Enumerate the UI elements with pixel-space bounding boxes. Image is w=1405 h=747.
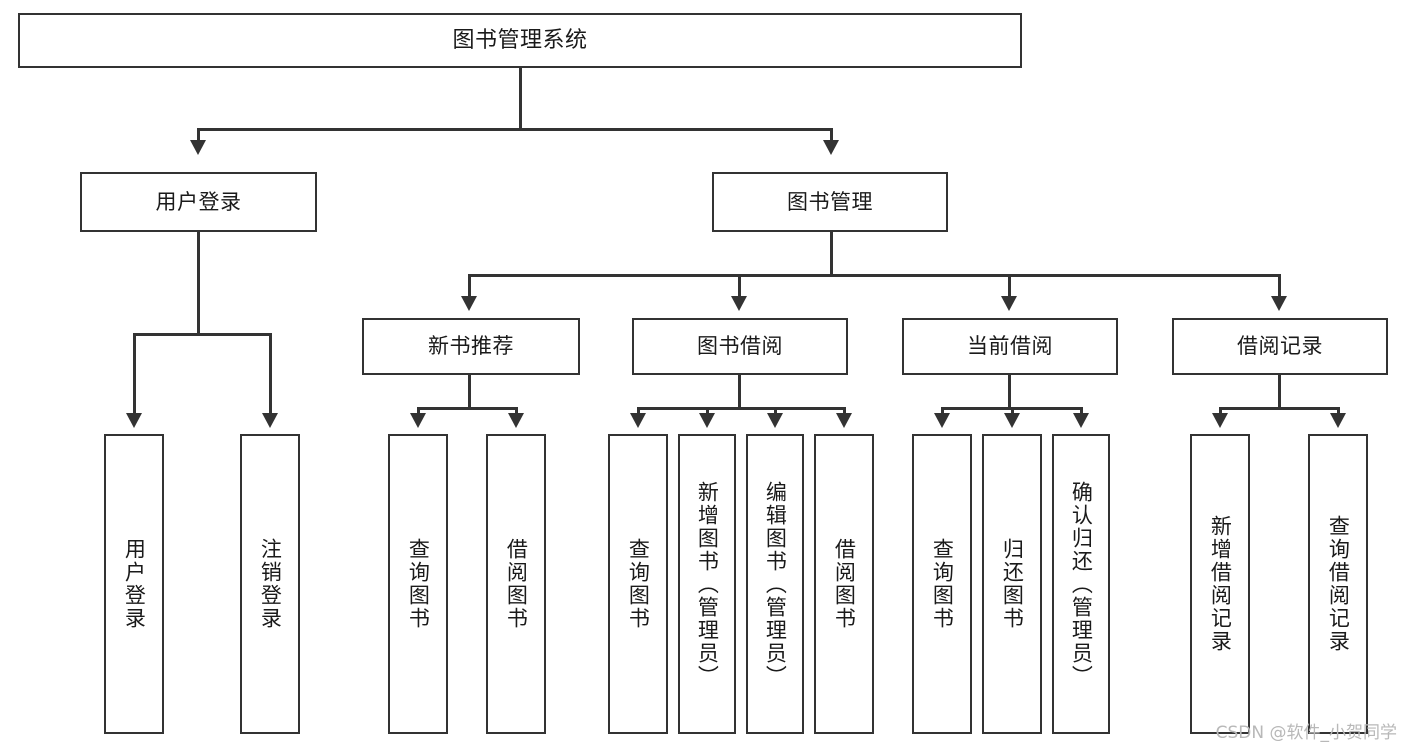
connector-current-borrow-stem <box>1008 375 1011 409</box>
connector-new-book-rec-bus <box>417 407 518 410</box>
arrow-to-user-login <box>190 140 206 155</box>
leaf-add-book[interactable]: 新增图书（管理员） <box>678 434 736 734</box>
connector-book-borrow-stem <box>738 375 741 409</box>
leaf-query-record[interactable]: 查询借阅记录 <box>1308 434 1368 734</box>
leaf-return-book[interactable]: 归还图书 <box>982 434 1042 734</box>
connector-user-login-stem <box>197 232 200 335</box>
leaf-user-login[interactable]: 用户登录 <box>104 434 164 734</box>
arrow-leaf-add-record <box>1212 413 1228 428</box>
arrow-leaf-user-login <box>126 413 142 428</box>
leaf-add-record[interactable]: 新增借阅记录 <box>1190 434 1250 734</box>
leaf-query-book-2-label: 查询图书 <box>626 538 651 630</box>
arrow-leaf-query-book-1 <box>410 413 426 428</box>
leaf-borrow-book-1-label: 借阅图书 <box>504 538 529 630</box>
node-borrow-record-label: 借阅记录 <box>1237 334 1323 359</box>
node-current-borrow-label: 当前借阅 <box>967 334 1053 359</box>
arrow-leaf-query-book-2 <box>630 413 646 428</box>
connector-user-login-bus <box>133 333 271 336</box>
leaf-user-logout-label: 注销登录 <box>258 538 283 630</box>
connector-to-current-borrow <box>1008 274 1011 302</box>
node-book-manage[interactable]: 图书管理 <box>712 172 948 232</box>
arrow-to-book-borrow <box>731 296 747 311</box>
node-user-login[interactable]: 用户登录 <box>80 172 317 232</box>
connector-book-borrow-bus <box>637 407 844 410</box>
leaf-query-book-2[interactable]: 查询图书 <box>608 434 668 734</box>
node-root[interactable]: 图书管理系统 <box>18 13 1022 68</box>
leaf-query-book-1[interactable]: 查询图书 <box>388 434 448 734</box>
arrow-leaf-user-logout <box>262 413 278 428</box>
leaf-user-logout[interactable]: 注销登录 <box>240 434 300 734</box>
leaf-confirm-return[interactable]: 确认归还（管理员） <box>1052 434 1110 734</box>
leaf-borrow-book-2-label: 借阅图书 <box>832 538 857 630</box>
arrow-leaf-borrow-book-2 <box>836 413 852 428</box>
leaf-add-record-label: 新增借阅记录 <box>1208 515 1233 653</box>
connector-user-login-drop-1 <box>133 333 136 421</box>
connector-to-book-borrow <box>738 274 741 302</box>
connector-to-user-login <box>197 128 200 148</box>
node-book-borrow[interactable]: 图书借阅 <box>632 318 848 375</box>
leaf-confirm-return-label: 确认归还（管理员） <box>1069 480 1094 688</box>
node-user-login-label: 用户登录 <box>155 189 242 214</box>
leaf-query-book-3[interactable]: 查询图书 <box>912 434 972 734</box>
node-book-manage-label: 图书管理 <box>787 189 873 214</box>
leaf-return-book-label: 归还图书 <box>1000 538 1025 630</box>
leaf-edit-book[interactable]: 编辑图书（管理员） <box>746 434 804 734</box>
csdn-watermark: CSDN @软件_小贺同学 <box>1215 723 1397 743</box>
connector-root-stem <box>519 68 522 130</box>
arrow-leaf-return-book <box>1004 413 1020 428</box>
arrow-to-new-book-rec <box>461 296 477 311</box>
connector-level3-bus <box>468 274 1280 277</box>
arrow-leaf-borrow-book-1 <box>508 413 524 428</box>
node-new-book-rec[interactable]: 新书推荐 <box>362 318 580 375</box>
leaf-add-book-label: 新增图书（管理员） <box>695 480 720 688</box>
connector-current-borrow-bus <box>941 407 1080 410</box>
arrow-to-current-borrow <box>1001 296 1017 311</box>
arrow-to-borrow-record <box>1271 296 1287 311</box>
leaf-query-record-label: 查询借阅记录 <box>1326 515 1351 653</box>
connector-borrow-record-stem <box>1278 375 1281 409</box>
node-borrow-record[interactable]: 借阅记录 <box>1172 318 1388 375</box>
connector-to-new-book-rec <box>468 274 471 302</box>
arrow-leaf-add-book <box>699 413 715 428</box>
arrow-leaf-query-book-3 <box>934 413 950 428</box>
arrow-leaf-edit-book <box>767 413 783 428</box>
leaf-borrow-book-1[interactable]: 借阅图书 <box>486 434 546 734</box>
connector-borrow-record-bus <box>1219 407 1338 410</box>
arrow-to-book-manage <box>823 140 839 155</box>
node-book-borrow-label: 图书借阅 <box>697 334 783 359</box>
connector-to-borrow-record <box>1278 274 1281 302</box>
node-root-label: 图书管理系统 <box>452 27 588 53</box>
arrow-leaf-confirm-return <box>1073 413 1089 428</box>
connector-user-login-drop-2 <box>269 333 272 421</box>
connector-book-manage-stem <box>830 232 833 276</box>
node-new-book-rec-label: 新书推荐 <box>428 334 514 359</box>
node-current-borrow[interactable]: 当前借阅 <box>902 318 1118 375</box>
leaf-query-book-1-label: 查询图书 <box>406 538 431 630</box>
arrow-leaf-query-record <box>1330 413 1346 428</box>
leaf-user-login-label: 用户登录 <box>122 538 147 630</box>
leaf-edit-book-label: 编辑图书（管理员） <box>763 480 788 688</box>
connector-to-book-manage <box>830 128 833 148</box>
leaf-borrow-book-2[interactable]: 借阅图书 <box>814 434 874 734</box>
connector-level2-bus <box>197 128 833 131</box>
leaf-query-book-3-label: 查询图书 <box>930 538 955 630</box>
connector-new-book-rec-stem <box>468 375 471 409</box>
